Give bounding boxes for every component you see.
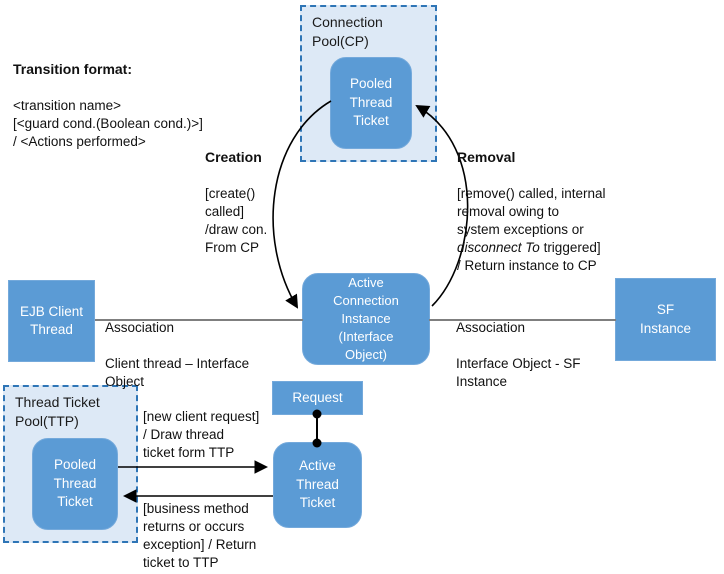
thread-ticket-pool-label: Thread Ticket Pool(TTP) <box>15 394 100 429</box>
creation-transition-label: Creation [create() called] /draw con. Fr… <box>205 130 267 257</box>
association-interface-sf-detail: Interface Object - SF Instance <box>456 356 581 389</box>
removal-detail-after: triggered] / Return instance to CP <box>457 240 601 273</box>
association-client-interface-detail: Client thread – Interface Object <box>105 356 250 389</box>
legend-title: Transition format: <box>13 61 133 77</box>
removal-detail-before: [remove() called, internal removal owing… <box>457 186 606 237</box>
removal-title: Removal <box>457 149 516 165</box>
return-ticket-transition-label: [business method returns or occurs excep… <box>143 501 257 570</box>
node-sf-instance: SF Instance <box>615 278 716 361</box>
association-client-interface-title: Association <box>105 320 175 335</box>
removal-detail-italic: disconnect To <box>457 240 540 255</box>
association-interface-sf-label: Association Interface Object - SF Instan… <box>456 301 581 391</box>
legend-transition-format: Transition format: <transition name> [<g… <box>13 42 203 151</box>
state-active-thread-ticket: Active Thread Ticket <box>273 442 362 528</box>
association-interface-sf-title: Association <box>456 320 526 335</box>
state-pooled-thread-ticket-cp: Pooled Thread Ticket <box>330 57 412 149</box>
draw-ticket-transition-label: [new client request] / Draw thread ticke… <box>143 409 260 460</box>
removal-transition-label: Removal [remove() called, internal remov… <box>457 130 637 275</box>
node-request: Request <box>272 381 363 415</box>
state-active-connection-instance: Active Connection Instance (Interface Ob… <box>302 273 430 365</box>
creation-title: Creation <box>205 149 262 165</box>
state-pooled-thread-ticket-ttp: Pooled Thread Ticket <box>32 438 118 530</box>
creation-detail: [create() called] /draw con. From CP <box>205 186 268 255</box>
legend-lines: <transition name> [<guard cond.(Boolean … <box>13 98 203 149</box>
association-client-interface-label: Association Client thread – Interface Ob… <box>105 301 249 391</box>
connection-pool-label: Connection Pool(CP) <box>312 14 383 49</box>
node-ejb-client-thread: EJB Client Thread <box>8 280 95 362</box>
